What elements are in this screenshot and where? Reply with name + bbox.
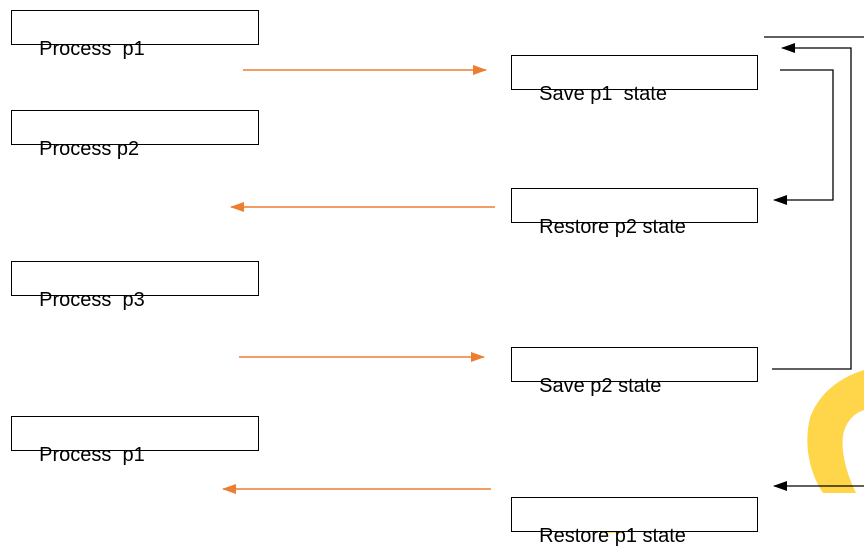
process-box-2-label: Process p2 — [39, 138, 140, 160]
diagram-connectors — [222, 36, 864, 494]
state-box-restore-p2-label: Restore p2 state — [539, 216, 686, 238]
state-box-save-p2-label: Save p2 state — [539, 375, 662, 397]
link-save-p1-to-restore-p2 — [773, 69, 834, 205]
state-box-save-p1-label: Save p1 state — [539, 83, 667, 105]
process-box-2: Process p2 — [11, 110, 259, 159]
watermark-arc — [807, 370, 864, 493]
link-save-p2-to-save-p1 — [772, 43, 852, 370]
process-box-4: Process p1 — [11, 416, 259, 465]
state-box-save-p2: Save p2 state — [511, 347, 758, 396]
process-box-3-label: Process p3 — [39, 289, 145, 311]
process-box-1: Process p1 — [11, 10, 259, 59]
process-box-3: Process p3 — [11, 261, 259, 310]
state-box-save-p1: Save p1 state — [511, 55, 758, 104]
state-box-restore-p2: Restore p2 state — [511, 188, 758, 237]
process-box-1-label: Process p1 — [39, 38, 145, 60]
process-box-4-label: Process p1 — [39, 444, 145, 466]
